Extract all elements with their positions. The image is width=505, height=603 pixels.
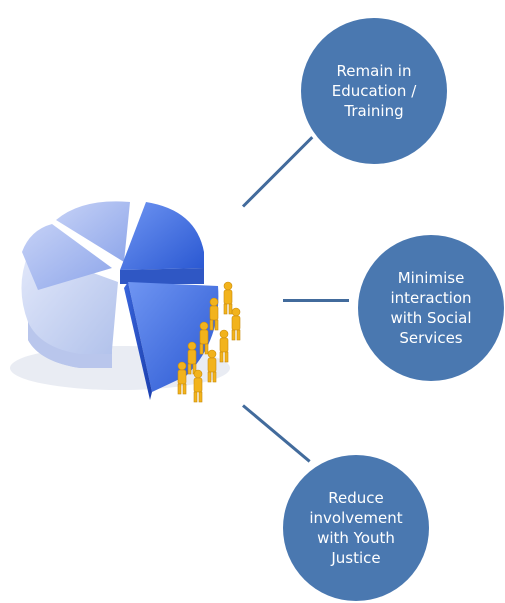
pie-chart-with-people-icon bbox=[10, 201, 241, 403]
pie-slice-mid-left bbox=[22, 224, 112, 290]
pie-slice-blue-top-side bbox=[120, 268, 204, 284]
connector-social bbox=[283, 299, 349, 302]
bubble-label: Minimise interaction with Social Service… bbox=[390, 269, 472, 347]
bubble-label: Reduce involvement with Youth Justice bbox=[309, 489, 403, 567]
pie-slice-exploded-side bbox=[124, 282, 152, 400]
bubble-remain-in-education: Remain in Education / Training bbox=[301, 18, 447, 164]
bubble-minimise-social-services: Minimise interaction with Social Service… bbox=[358, 235, 504, 381]
bubble-reduce-youth-justice: Reduce involvement with Youth Justice bbox=[283, 455, 429, 601]
bubble-label: Remain in Education / Training bbox=[331, 62, 417, 120]
pie-slice-blue-top bbox=[120, 202, 204, 270]
pie-slice-mid-top bbox=[56, 201, 130, 262]
pie-slice-light-left-side bbox=[28, 322, 112, 368]
people-figures-icon bbox=[177, 281, 241, 403]
